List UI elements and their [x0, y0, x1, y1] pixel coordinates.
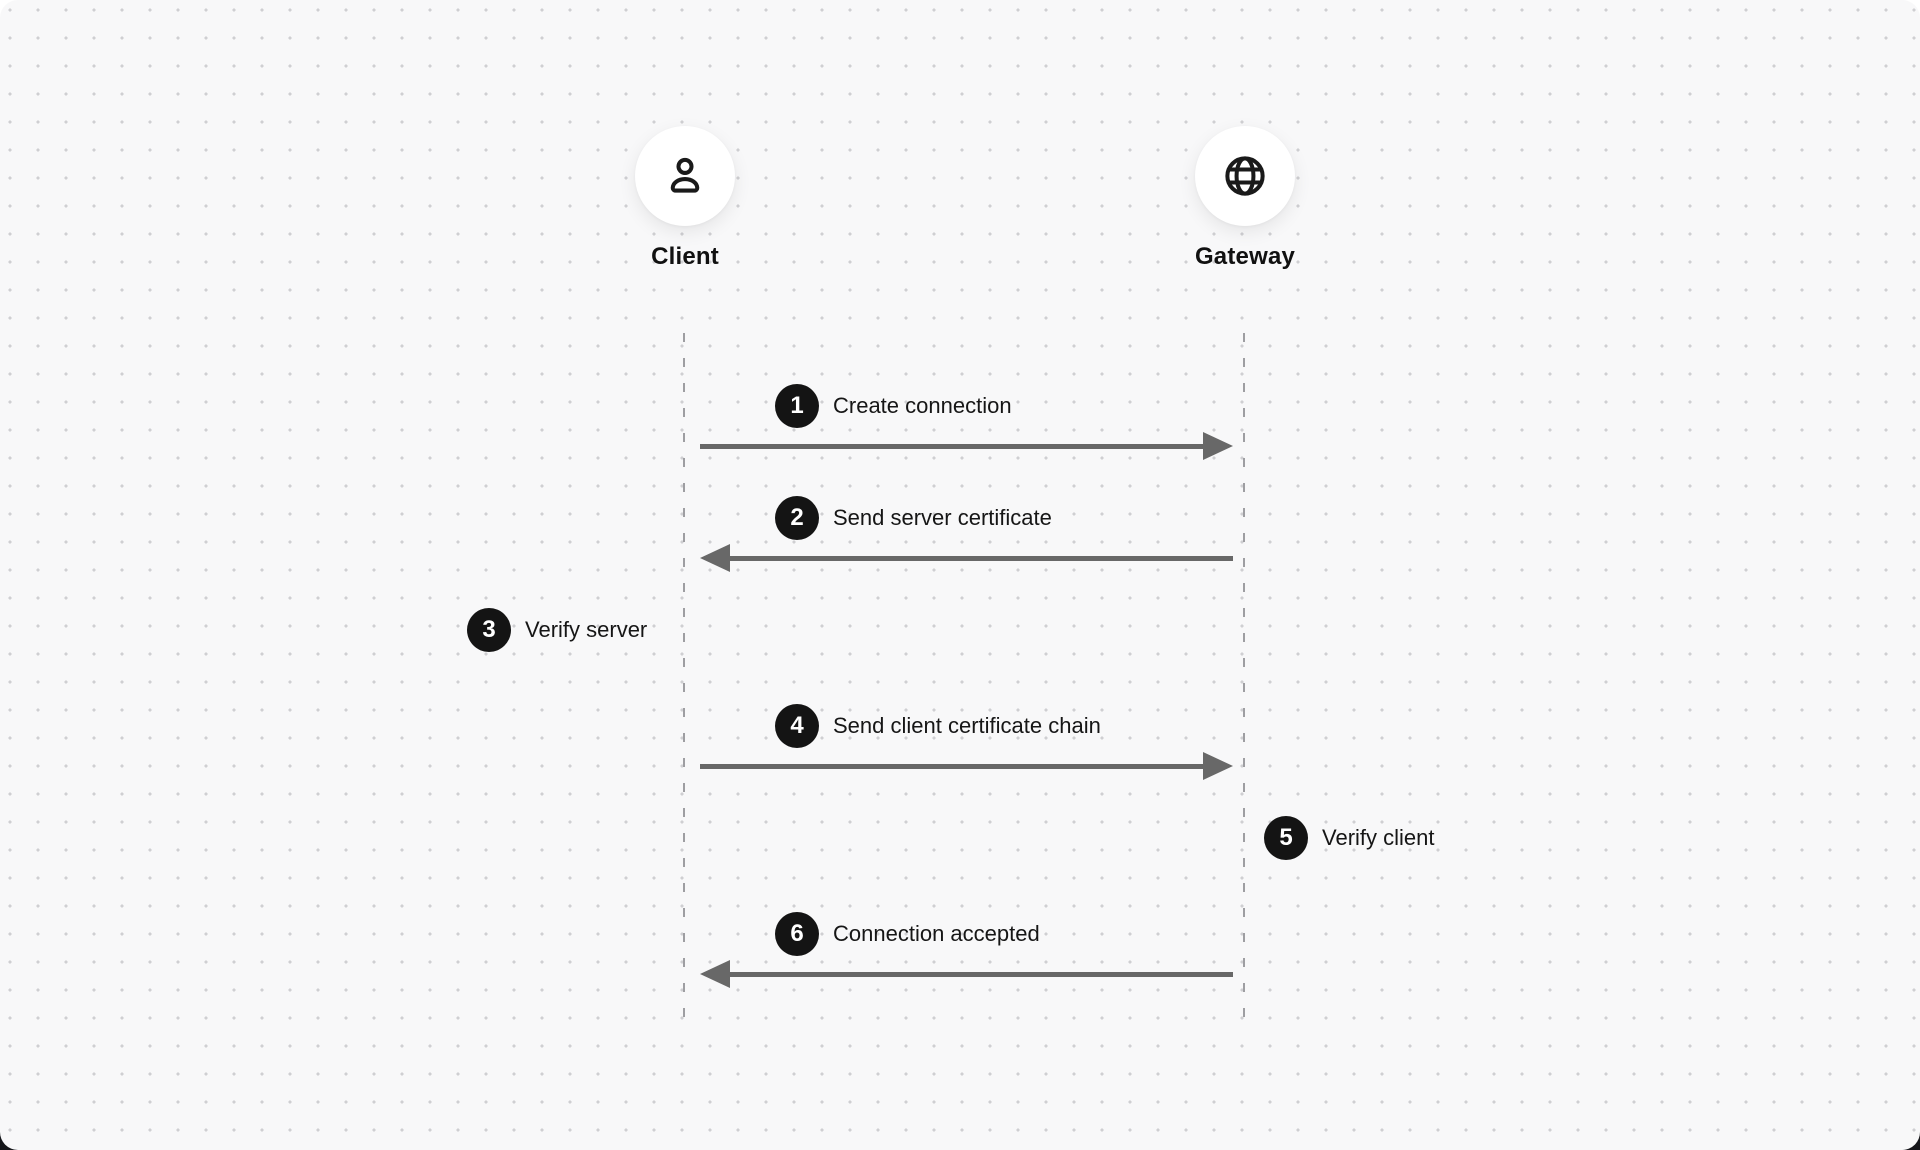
step-2-arrow-left [700, 544, 1233, 572]
arrowhead-left-icon [700, 544, 730, 572]
step-2-label: Send server certificate [833, 505, 1052, 530]
step-4-arrow-right [700, 752, 1233, 780]
step-2-badge: 2 [775, 496, 819, 540]
step-6-arrow-left [700, 960, 1233, 988]
arrow-shaft [726, 556, 1233, 561]
arrow-shaft [700, 764, 1207, 769]
step-6-label: Connection accepted [833, 921, 1040, 946]
step-5-badge: 5 [1264, 816, 1308, 860]
step-4-label: Send client certificate chain [833, 713, 1101, 738]
step-3-badge: 3 [467, 608, 511, 652]
step-1-arrow-right [700, 432, 1233, 460]
step-1-badge: 1 [775, 384, 819, 428]
gateway-label: Gateway [1194, 243, 1296, 270]
step-4-badge: 4 [775, 704, 819, 748]
arrowhead-right-icon [1203, 432, 1233, 460]
user-icon [662, 153, 708, 199]
gateway-node [1195, 126, 1295, 226]
client-label: Client [651, 243, 719, 270]
client-lifeline [683, 333, 685, 1023]
arrow-shaft [726, 972, 1233, 977]
step-1-label: Create connection [833, 393, 1012, 418]
globe-icon [1222, 153, 1268, 199]
step-5-label: Verify client [1322, 825, 1435, 850]
step-3-label: Verify server [525, 617, 648, 642]
gateway-lifeline [1243, 333, 1245, 1023]
step-6-badge: 6 [775, 912, 819, 956]
client-node [635, 126, 735, 226]
arrowhead-right-icon [1203, 752, 1233, 780]
arrowhead-left-icon [700, 960, 730, 988]
arrow-shaft [700, 444, 1207, 449]
